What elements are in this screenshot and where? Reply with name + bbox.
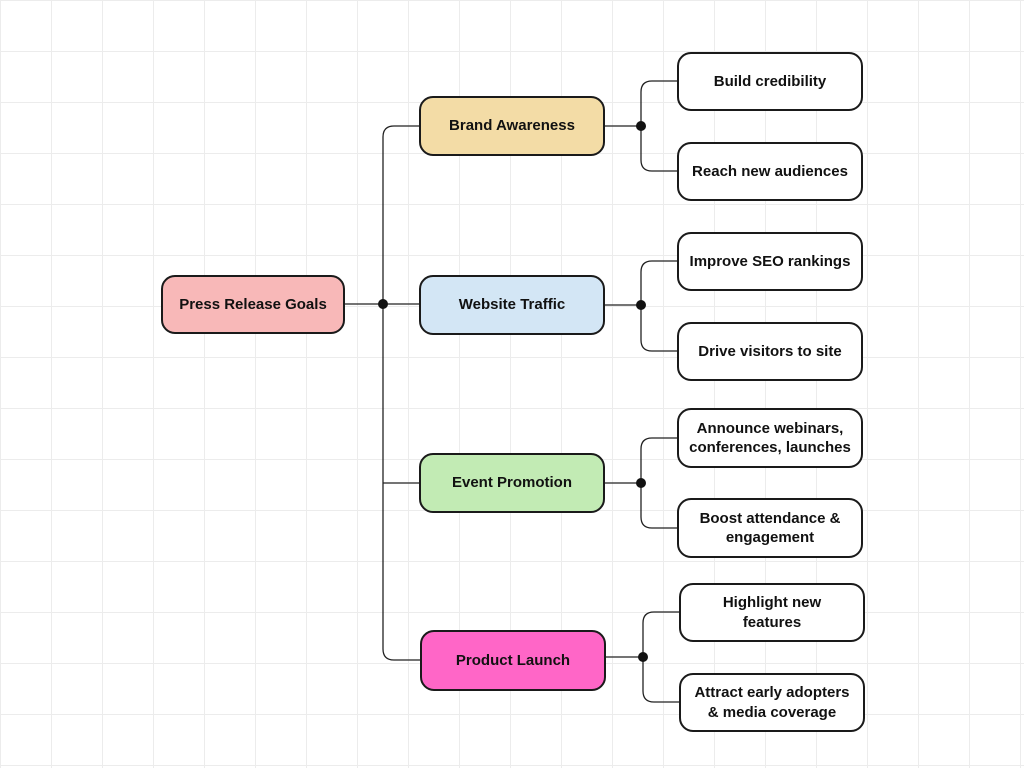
leaf-node-label: Build credibility <box>713 72 827 90</box>
junction-dot-branch-4 <box>638 652 648 662</box>
leaf-node-reach-new-audiences[interactable]: Reach new audiences <box>677 142 863 201</box>
branch-node-website-traffic[interactable]: Website Traffic <box>419 275 605 335</box>
junction-dot-branch-3 <box>636 478 646 488</box>
leaf-node-label: Drive visitors to site <box>698 342 842 360</box>
leaf-node-label: Attract early adopters & media coverage <box>694 684 850 721</box>
leaf-node-highlight-features[interactable]: Highlight new features <box>679 583 865 642</box>
connector-branch-2-fork <box>640 260 678 352</box>
branch-node-label: Website Traffic <box>458 296 566 314</box>
leaf-node-announce-webinars[interactable]: Announce webinars, conferences, launches <box>677 408 863 468</box>
leaf-node-label: Announce webinars, conferences, launches <box>689 419 851 457</box>
connector-branch-1-fork <box>640 80 678 172</box>
leaf-node-label: Reach new audiences <box>692 162 848 180</box>
leaf-node-build-credibility[interactable]: Build credibility <box>677 52 863 111</box>
leaf-node-label: Boost attendance & engagement <box>699 509 841 547</box>
connector-trunk <box>382 125 420 661</box>
branch-node-label: Product Launch <box>455 651 571 669</box>
junction-dot-root <box>378 299 388 309</box>
branch-node-event-promotion[interactable]: Event Promotion <box>419 453 605 513</box>
leaf-node-drive-visitors[interactable]: Drive visitors to site <box>677 322 863 381</box>
branch-node-label: Brand Awareness <box>449 117 575 135</box>
root-node[interactable]: Press Release Goals <box>161 275 345 334</box>
leaf-node-label: Highlight new features <box>722 594 822 631</box>
leaf-node-attract-early-adopters[interactable]: Attract early adopters & media coverage <box>679 673 865 732</box>
leaf-node-improve-seo-rankings[interactable]: Improve SEO rankings <box>677 232 863 291</box>
branch-node-label: Event Promotion <box>451 474 572 492</box>
junction-dot-branch-2 <box>636 300 646 310</box>
branch-node-product-launch[interactable]: Product Launch <box>420 630 606 691</box>
connector-branch-3-fork <box>640 437 678 529</box>
root-node-label: Press Release Goals <box>179 295 327 313</box>
leaf-node-boost-attendance[interactable]: Boost attendance & engagement <box>677 498 863 558</box>
junction-dot-branch-1 <box>636 121 646 131</box>
branch-node-brand-awareness[interactable]: Brand Awareness <box>419 96 605 156</box>
connector-branch-4-fork <box>642 611 680 703</box>
leaf-node-label: Improve SEO rankings <box>689 252 851 270</box>
